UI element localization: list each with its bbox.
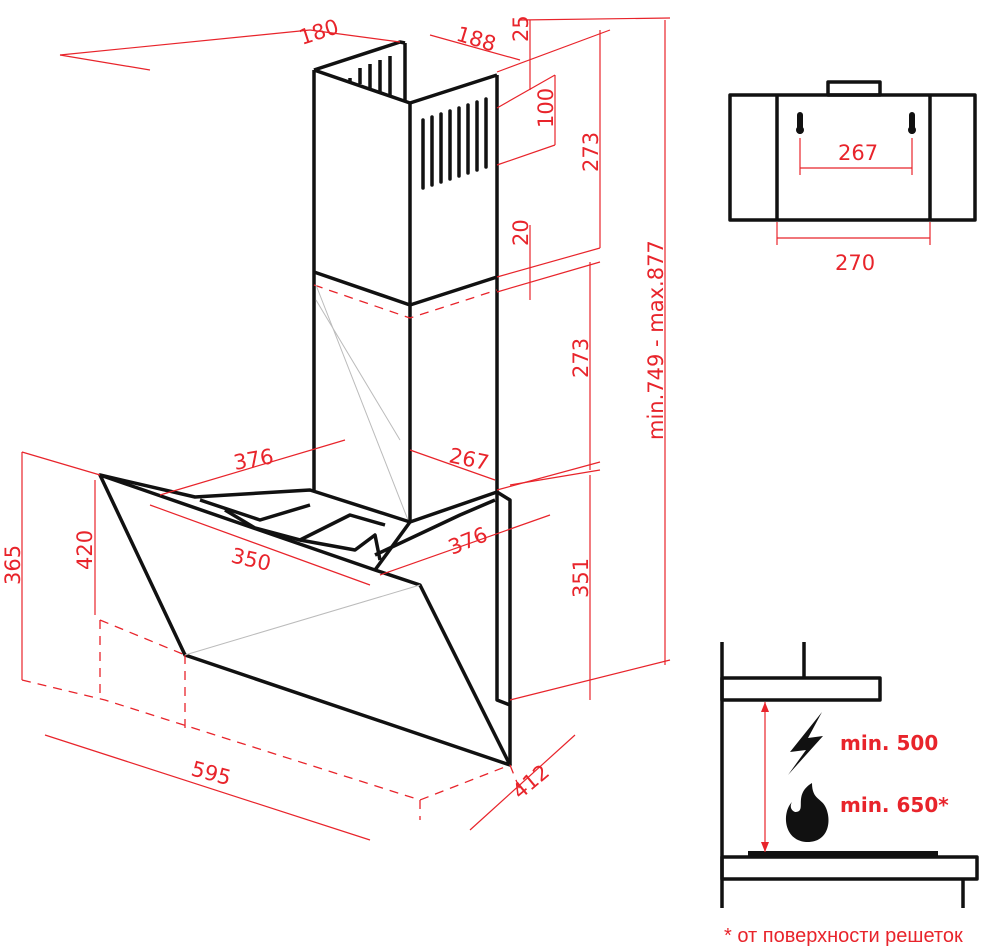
clearance-footnote: * от поверхности решеток <box>724 925 963 947</box>
chimney-upper <box>312 40 499 307</box>
dim-hood-depth: 412 <box>508 760 554 804</box>
hood-body <box>98 473 512 767</box>
dim-total-height: min.749 - max.877 <box>644 240 668 440</box>
dim-hood-side-depth: 376 <box>445 522 491 559</box>
mounting-bracket-view: 267 270 <box>728 80 977 275</box>
dim-vent-height: 100 <box>534 88 558 128</box>
dim-hood-height-outer: 365 <box>1 545 25 585</box>
chimney-lower <box>312 272 499 522</box>
clearance-diagram: min. 500 min. 650* * от поверхности реше… <box>720 642 979 947</box>
clearance-gas: min. 650* <box>840 793 949 817</box>
mounting-hole-left <box>796 112 804 134</box>
dim-hood-width: 595 <box>189 757 234 791</box>
dim-lower-chimney: 273 <box>569 338 593 378</box>
dim-bracket-width: 270 <box>835 251 875 275</box>
flame-icon <box>785 783 829 843</box>
dim-base-depth-top: 267 <box>447 443 491 475</box>
dim-hood-height-inner: 420 <box>73 530 97 570</box>
filter-grates <box>199 498 496 561</box>
dimension-lines <box>21 17 671 841</box>
dim-hole-spacing: 267 <box>838 141 878 165</box>
dim-top-offset: 25 <box>509 15 533 42</box>
clearance-electric: min. 500 <box>840 731 938 755</box>
dim-upper-chimney: 273 <box>579 132 603 172</box>
dim-chimney-width: 188 <box>454 22 499 57</box>
dim-hood-back-height: 351 <box>569 558 593 598</box>
lightning-icon <box>788 712 823 775</box>
mounting-hole-right <box>908 112 916 134</box>
vent-slots <box>348 56 488 190</box>
dim-hood-inner-width: 350 <box>229 543 273 575</box>
dim-chimney-depth: 180 <box>296 15 342 50</box>
dim-base-width-top: 376 <box>232 444 276 475</box>
dim-overlap: 20 <box>509 219 533 246</box>
